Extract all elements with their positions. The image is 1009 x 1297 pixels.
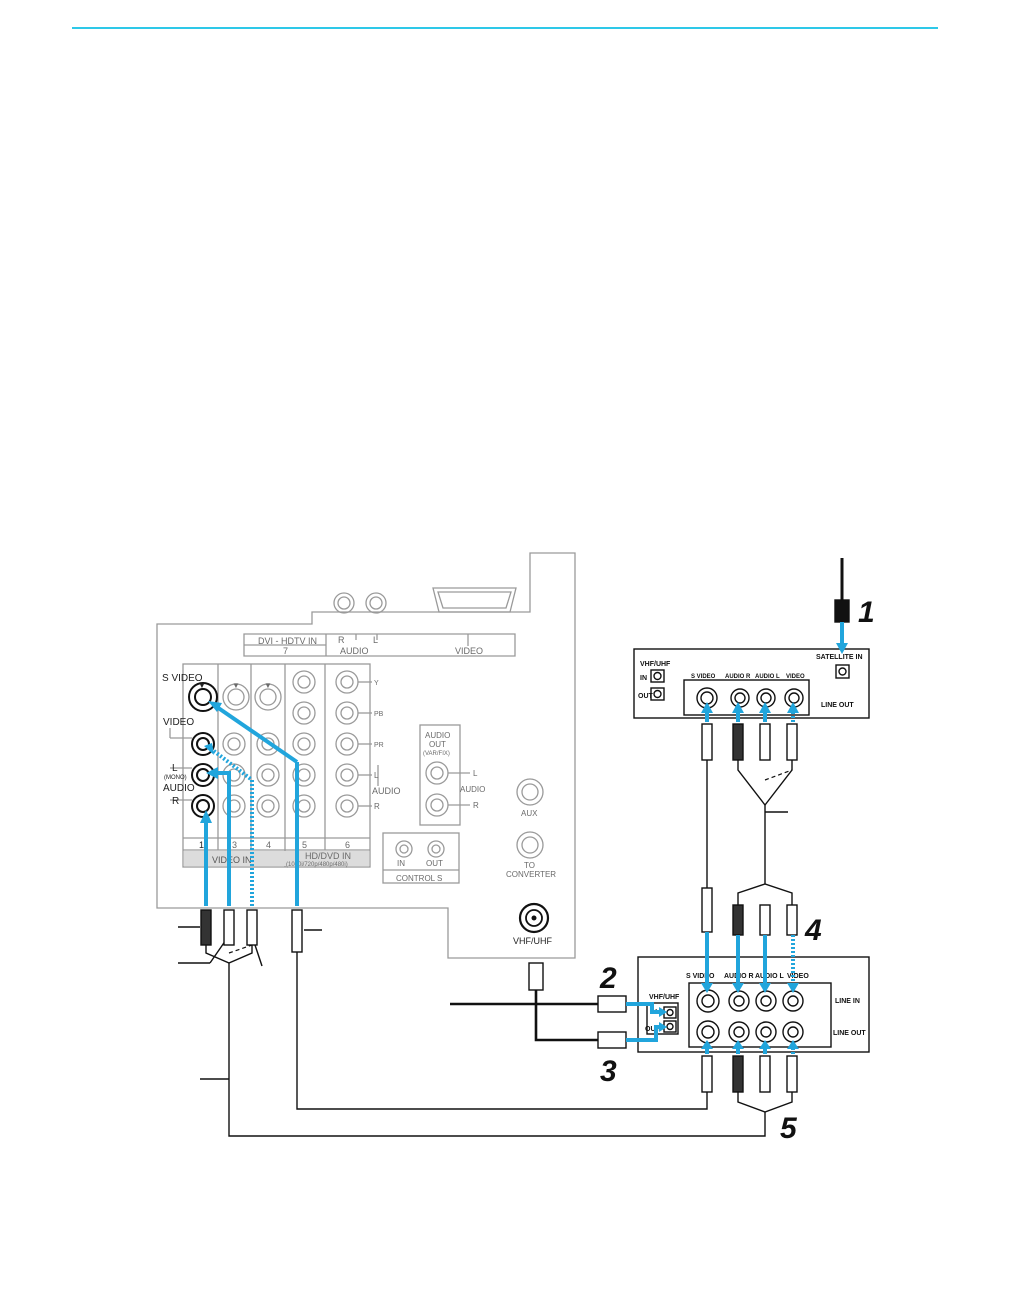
input-6-number: 6 (345, 840, 350, 850)
dashed-links (228, 769, 793, 954)
aux-label: AUX (521, 809, 538, 818)
hd-dvd-formats: (1080i/720p/480p/480i) (286, 862, 348, 868)
comp-audio-label: AUDIO (372, 786, 401, 796)
comp-l-label: L (374, 771, 379, 780)
converter-label: CONVERTER (506, 870, 556, 879)
input-1-number: 1 (199, 840, 204, 850)
receiver-vhf-uhf-label: VHF/UHF (640, 661, 671, 668)
step-1-number: 1 (858, 596, 875, 629)
vcr-video-label: VIDEO (787, 973, 809, 980)
receiver-svideo-label: S VIDEO (691, 674, 716, 680)
svideo-side-label: S VIDEO (162, 673, 203, 684)
comp-r-label: R (374, 802, 380, 811)
input-1-jacks (188, 682, 218, 818)
control-s-label: CONTROL S (396, 874, 442, 883)
svideo-arrow: ▼ (198, 681, 206, 690)
video-in-band-label: VIDEO IN (212, 855, 252, 865)
video-side-label: VIDEO (163, 717, 194, 728)
receiver-line-out-label: LINE OUT (821, 702, 854, 709)
top-video-label: VIDEO (455, 646, 483, 656)
audio-out-l-label: L (473, 769, 478, 778)
to-label: TO (524, 861, 535, 870)
vcr-vhf-uhf-label: VHF/UHF (649, 994, 680, 1001)
input-jacks (169, 670, 470, 818)
input-5-number: 5 (302, 840, 307, 850)
input-3-number: 3 (232, 840, 237, 850)
column-4-arrow: ▼ (264, 681, 272, 690)
control-out-label: OUT (426, 859, 443, 868)
l-side-label: L (172, 763, 178, 774)
receiver-audio-r-label: AUDIO R (725, 674, 751, 680)
vcr-out-label: OUT (645, 1026, 661, 1033)
tv-rear-panel (156, 552, 576, 959)
receiver-in-label: IN (640, 675, 647, 682)
comp-y-label: Y (374, 680, 379, 687)
tv-vhf-uhf-label: VHF/UHF (513, 936, 552, 946)
receiver-video-label: VIDEO (786, 674, 805, 680)
vcr-audio-l-label: AUDIO L (755, 973, 785, 980)
audio-out-label: AUDIO (425, 731, 450, 740)
top-audio-label: AUDIO (340, 646, 369, 656)
mono-label: (MONO) (164, 775, 187, 781)
top-audio-r: R (338, 635, 345, 645)
black-cables (178, 558, 844, 1137)
step-2-number: 2 (599, 962, 617, 995)
r-side-label: R (172, 796, 179, 807)
audio-out-label-2: OUT (429, 740, 446, 749)
cable-plugs (200, 599, 850, 1093)
top-audio-l: L (373, 635, 378, 645)
vcr-line-out-label: LINE OUT (833, 1030, 866, 1037)
audio-out-audio-label: AUDIO (460, 785, 485, 794)
var-fix-label: (VAR/FIX) (423, 751, 450, 757)
column-3-arrow: ▼ (232, 681, 240, 690)
input-4-number: 4 (266, 840, 271, 850)
vcr-svideo-label: S VIDEO (686, 973, 715, 980)
comp-pb-label: PB (374, 711, 384, 718)
receiver-satellite-in-label: SATELLITE IN (816, 654, 863, 661)
receiver-out-label: OUT (638, 693, 654, 700)
dvi-number: 7 (283, 646, 288, 656)
audio-out-r-label: R (473, 801, 479, 810)
step-5-number: 5 (780, 1112, 798, 1145)
step-4-number: 4 (804, 914, 822, 947)
hd-dvd-in-label: HD/DVD IN (305, 851, 351, 861)
comp-pr-label: PR (374, 742, 384, 749)
control-in-label: IN (397, 859, 405, 868)
arrowheads (200, 643, 848, 1049)
dvi-header: DVI - HDTV IN (258, 636, 317, 646)
audio-side-label: AUDIO (163, 783, 195, 794)
vcr-line-in-label: LINE IN (835, 998, 860, 1005)
receiver-audio-l-label: AUDIO L (755, 674, 780, 680)
step-3-number: 3 (600, 1055, 617, 1088)
